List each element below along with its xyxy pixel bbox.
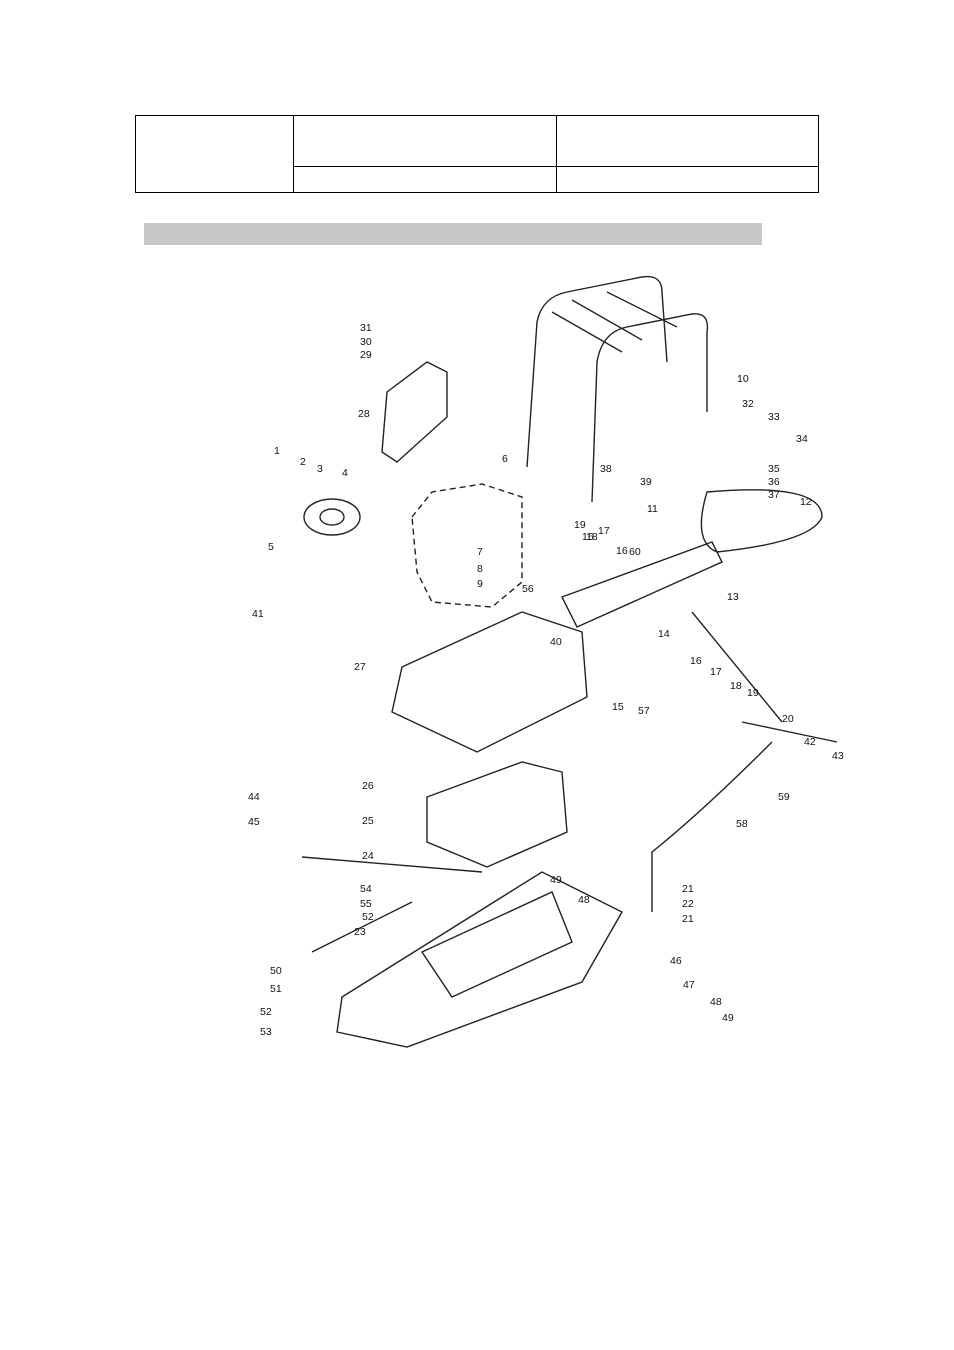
part-label: 29 [360, 349, 372, 361]
part-label: 23 [354, 926, 366, 938]
part-label: 4 [342, 467, 348, 479]
belt-guard [381, 361, 448, 463]
part-label: 32 [742, 398, 754, 410]
part-label: 14 [658, 628, 670, 640]
part-label: 9 [477, 578, 483, 590]
part-label: 25 [362, 815, 374, 827]
header-table [135, 115, 819, 193]
part-label: 13 [727, 591, 739, 603]
part-label: 19 [747, 687, 759, 699]
part-label: 19 [574, 519, 586, 531]
part-label: 55 [360, 898, 372, 910]
part-label: 48 [578, 894, 590, 906]
throttle-cable [651, 741, 773, 912]
top-plate [391, 611, 588, 753]
part-label: 16 [616, 545, 628, 557]
part-label: 37 [768, 489, 780, 501]
part-label: 49 [550, 874, 562, 886]
part-label: 48 [710, 996, 722, 1008]
part-label: 51 [270, 983, 282, 995]
base-plate [336, 871, 623, 1048]
frame-bar [561, 541, 723, 628]
part-label: 59 [778, 791, 790, 803]
part-label: 43 [832, 750, 844, 762]
part-label: 45 [248, 816, 260, 828]
part-label: 52 [260, 1006, 272, 1018]
part-label: 50 [270, 965, 282, 977]
part-label: 56 [522, 583, 534, 595]
part-label: 7 [477, 546, 483, 558]
part-label: 47 [683, 979, 695, 991]
part-label: 46 [670, 955, 682, 967]
part-label: 31 [360, 322, 372, 334]
part-label: 58 [736, 818, 748, 830]
part-label: 30 [360, 336, 372, 348]
part-label: 16 [690, 655, 702, 667]
part-label: 60 [629, 546, 641, 558]
part-label: 33 [768, 411, 780, 423]
part-label: 6 [502, 453, 508, 465]
part-label: 11 [647, 503, 658, 515]
part-label: 26 [362, 780, 374, 792]
part-label: 8 [477, 563, 483, 575]
part-label: 22 [682, 898, 694, 910]
section-title-bar [144, 223, 762, 245]
part-label: 1 [274, 445, 280, 457]
part-label: 35 [768, 463, 780, 475]
part-label: 54 [360, 883, 372, 895]
part-label: 27 [354, 661, 366, 673]
part-label: 5 [268, 541, 274, 553]
part-label: 16 [582, 531, 594, 543]
part-label: 53 [260, 1026, 272, 1038]
part-label: 3 [317, 463, 323, 475]
header-cell-right-bottom [556, 166, 819, 193]
exciter-housing [426, 761, 568, 868]
pulley [303, 498, 361, 536]
part-label: 2 [300, 456, 306, 468]
diagram-drawing: 1 2 3 4 5 6 7 8 9 10 11 12 13 14 15 16 1… [248, 275, 844, 1048]
part-label: 44 [248, 791, 260, 803]
part-label: 57 [638, 705, 650, 717]
engine-outline [411, 483, 523, 608]
part-label: 20 [782, 713, 794, 725]
part-label: 38 [600, 463, 612, 475]
part-label: 17 [710, 666, 722, 678]
drive-belt [700, 489, 823, 553]
part-label: 24 [362, 850, 374, 862]
handle-frame [526, 275, 668, 468]
header-cell-mid-top [293, 115, 557, 167]
part-label: 17 [598, 525, 610, 537]
part-label: 39 [640, 476, 652, 488]
part-label: 12 [800, 496, 812, 508]
part-label: 34 [796, 433, 808, 445]
header-cell-left [135, 115, 294, 193]
part-label: 36 [768, 476, 780, 488]
part-label: 21 [682, 913, 694, 925]
part-label: 15 [612, 701, 624, 713]
header-cell-right-top [556, 115, 819, 167]
header-cell-mid-bottom [293, 166, 557, 193]
part-label: 49 [722, 1012, 734, 1024]
part-label: 41 [252, 608, 264, 620]
part-label: 10 [737, 373, 749, 385]
part-label: 28 [358, 408, 370, 420]
part-label: 18 [586, 531, 598, 543]
part-label: 21 [682, 883, 694, 895]
part-label: 18 [730, 680, 742, 692]
part-label: 52 [362, 911, 374, 923]
part-label: 42 [804, 736, 816, 748]
exploded-parts-diagram: 1 2 3 4 5 6 7 8 9 10 11 12 13 14 15 16 1… [222, 252, 856, 1052]
part-label: 40 [550, 636, 562, 648]
